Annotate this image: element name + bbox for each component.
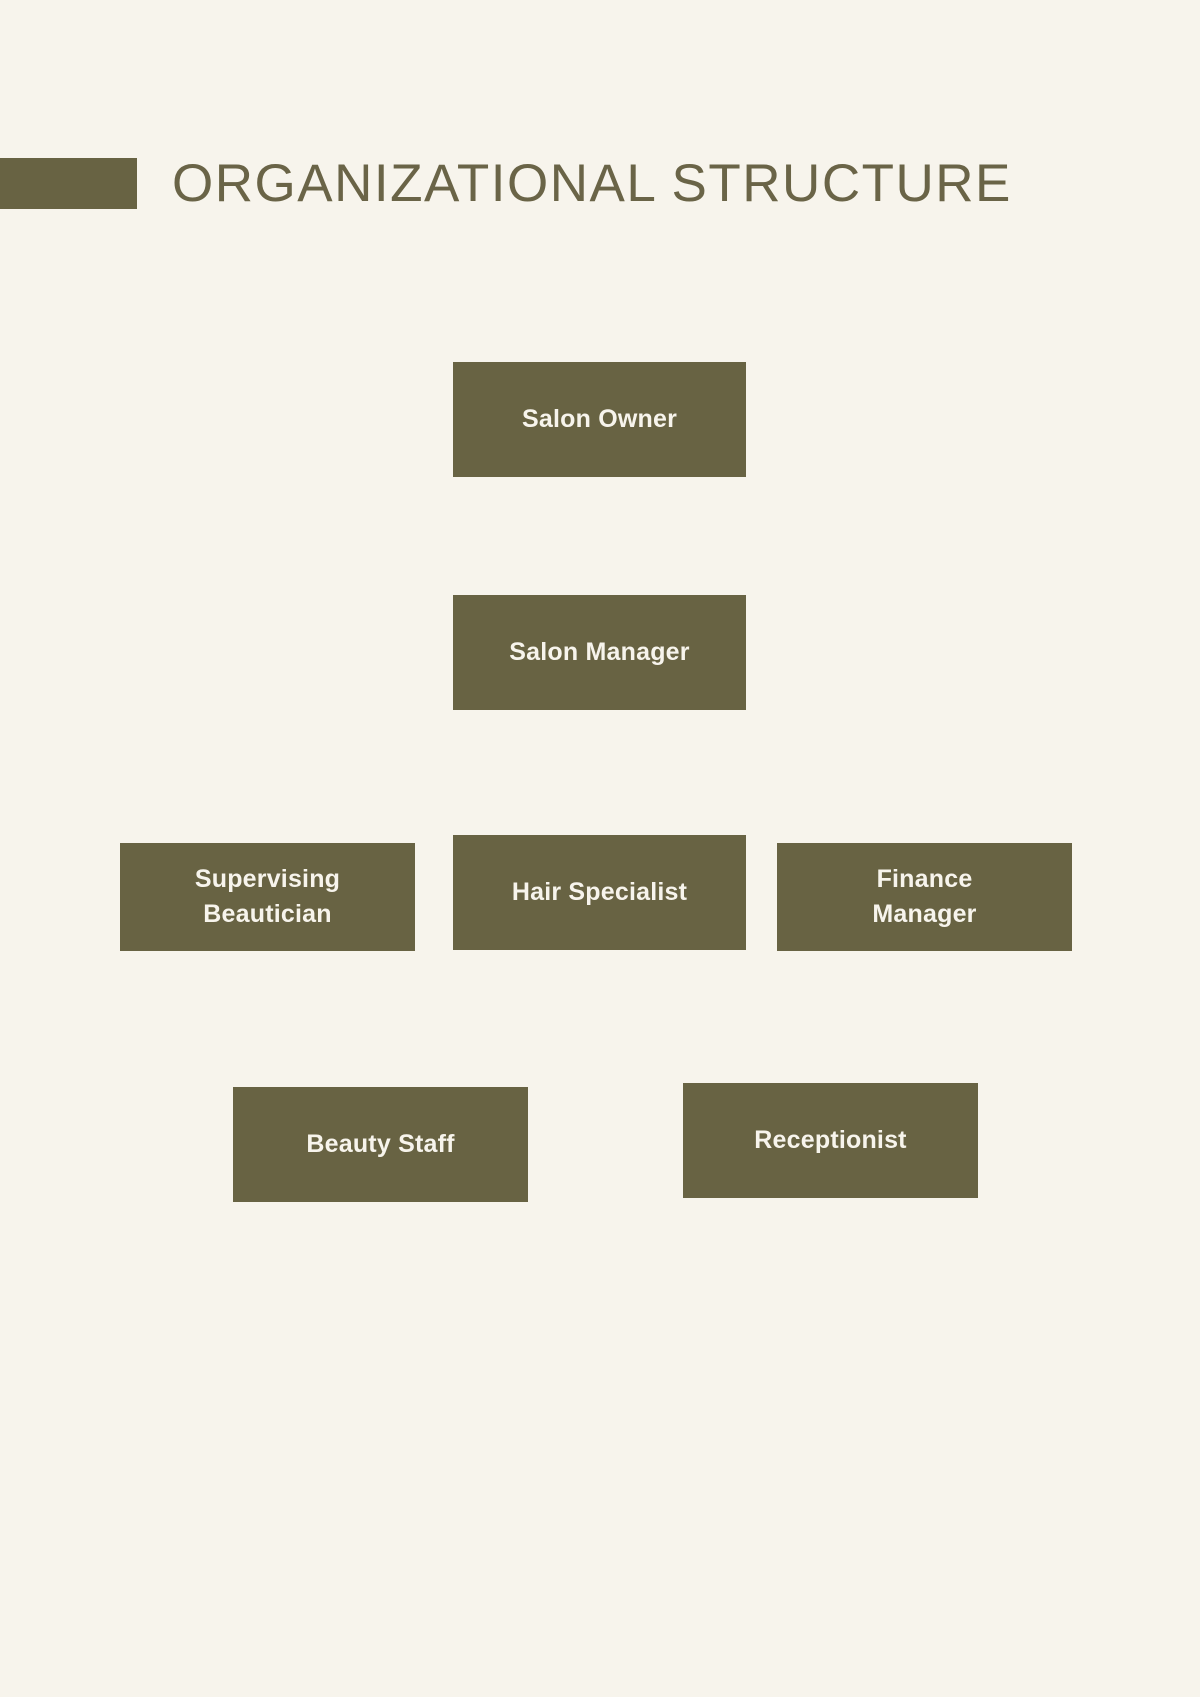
- org-node-finance-manager[interactable]: Finance Manager: [777, 843, 1072, 951]
- org-node-label: Supervising Beautician: [194, 865, 341, 928]
- org-node-label: Receptionist: [754, 1126, 907, 1154]
- org-node-receptionist[interactable]: Receptionist: [683, 1083, 978, 1198]
- org-node-salon-owner[interactable]: Salon Owner: [453, 362, 746, 477]
- page-header: ORGANIZATIONAL STRUCTURE: [0, 154, 1200, 216]
- org-node-label: Salon Manager: [509, 638, 690, 666]
- org-node-label: Hair Specialist: [511, 878, 688, 906]
- org-node-beauty-staff[interactable]: Beauty Staff: [233, 1087, 528, 1202]
- org-node-hair-specialist[interactable]: Hair Specialist: [453, 835, 746, 950]
- org-node-label: Beauty Staff: [306, 1130, 455, 1158]
- org-node-label: Salon Owner: [521, 405, 677, 433]
- page-title: ORGANIZATIONAL STRUCTURE: [172, 154, 1012, 213]
- title-accent-block: [0, 158, 137, 209]
- org-node-supervising-beautician[interactable]: Supervising Beautician: [120, 843, 415, 951]
- org-node-label: Finance Manager: [872, 865, 977, 928]
- org-node-salon-manager[interactable]: Salon Manager: [453, 595, 746, 710]
